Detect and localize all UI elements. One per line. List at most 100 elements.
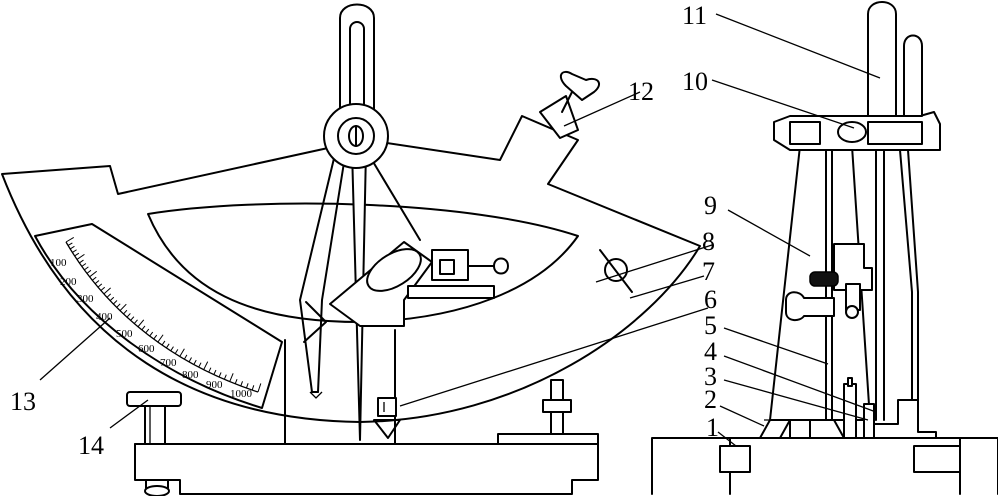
scale-tick bbox=[84, 266, 89, 271]
scale-tick bbox=[69, 245, 75, 250]
side-handle-rear bbox=[903, 34, 923, 117]
scale-label: 1000 bbox=[230, 388, 253, 400]
scale-tick bbox=[251, 385, 255, 391]
scale-tick bbox=[240, 381, 243, 387]
scale-tick bbox=[157, 334, 164, 343]
callout-7: 7 bbox=[702, 257, 715, 286]
base-clamp-strip bbox=[497, 433, 599, 445]
scale-tick bbox=[208, 367, 212, 373]
scale-tick bbox=[123, 309, 128, 315]
callout-14: 14 bbox=[78, 431, 104, 460]
scale-label: 100 bbox=[50, 257, 67, 269]
side-view bbox=[651, 1, 998, 495]
scale-tick bbox=[183, 354, 188, 360]
scale-label: 200 bbox=[60, 276, 77, 288]
scale-tick bbox=[223, 374, 227, 380]
scale-tick bbox=[203, 361, 209, 370]
callout-9: 9 bbox=[704, 191, 717, 220]
scale-tick bbox=[92, 276, 97, 281]
callout-2: 2 bbox=[704, 385, 717, 414]
scale-label: 300 bbox=[77, 293, 94, 305]
scale-tick bbox=[213, 369, 217, 375]
scale-tick bbox=[188, 357, 192, 363]
fixed-clamp bbox=[377, 397, 397, 417]
scale-tick bbox=[137, 319, 145, 328]
scale-tick bbox=[153, 334, 158, 340]
scale-tick bbox=[86, 269, 92, 274]
scale-label: 400 bbox=[96, 311, 113, 323]
scale-tick bbox=[218, 372, 222, 378]
scale-label: 800 bbox=[182, 369, 199, 381]
scale-tick bbox=[94, 280, 100, 285]
scale-label: 900 bbox=[206, 379, 223, 391]
scale-panel bbox=[34, 223, 283, 409]
scale-tick bbox=[72, 249, 77, 253]
scale-tick bbox=[257, 383, 262, 393]
scale-tick bbox=[81, 263, 87, 267]
scale-tick bbox=[100, 286, 106, 291]
rubber-pad bbox=[809, 271, 839, 287]
side-handle-main bbox=[867, 1, 897, 117]
scale-tick bbox=[165, 343, 170, 349]
scale-tick bbox=[106, 293, 112, 298]
pointer-arm bbox=[299, 149, 337, 393]
scale-tick bbox=[76, 253, 85, 260]
release-wing-nut bbox=[559, 70, 601, 101]
scale-tick bbox=[149, 331, 154, 337]
callout-numbers: 1 2 3 4 5 6 7 8 9 10 11 12 13 14 bbox=[10, 1, 719, 460]
callout-leaders bbox=[39, 13, 881, 447]
callout-10: 10 bbox=[682, 67, 708, 96]
foot-knob bbox=[144, 485, 170, 496]
scale-numbers: 100 200 300 400 500 600 700 800 900 1000 bbox=[50, 257, 253, 400]
scale-tick bbox=[103, 287, 111, 295]
scale-tick bbox=[170, 346, 174, 352]
scale-tick bbox=[113, 300, 118, 305]
callout-12: 12 bbox=[628, 77, 654, 106]
scale-tick bbox=[89, 270, 98, 278]
scale-tick bbox=[79, 259, 84, 264]
side-base bbox=[651, 437, 998, 495]
callout-6: 6 bbox=[704, 285, 717, 314]
scale-tick bbox=[65, 237, 75, 243]
callout-5: 5 bbox=[704, 311, 717, 340]
side-wing-screw bbox=[785, 291, 835, 322]
scale-tick bbox=[74, 252, 80, 257]
scale-tick bbox=[97, 283, 103, 288]
scale-tick bbox=[119, 303, 127, 311]
level-screw-knob bbox=[126, 391, 182, 407]
scale-tick bbox=[133, 319, 138, 324]
scale-label: 700 bbox=[160, 357, 177, 369]
scale-tick bbox=[116, 303, 121, 308]
scale-tick bbox=[145, 328, 150, 334]
level-screw-stem bbox=[144, 405, 166, 445]
scale-label: 600 bbox=[138, 343, 155, 355]
callout-1: 1 bbox=[706, 413, 719, 442]
scale-tick bbox=[67, 242, 73, 246]
release-screw bbox=[539, 95, 579, 139]
scale-tick bbox=[126, 313, 131, 318]
lower-clamp bbox=[873, 399, 937, 439]
callout-11: 11 bbox=[682, 1, 707, 30]
scale-tick bbox=[161, 340, 166, 346]
scale-label: 500 bbox=[116, 328, 133, 340]
wing-screw bbox=[468, 257, 509, 275]
base-plate bbox=[134, 443, 599, 495]
callout-3: 3 bbox=[704, 362, 717, 391]
scale-tick bbox=[229, 373, 234, 382]
callout-13: 13 bbox=[10, 387, 36, 416]
scale-tick bbox=[198, 362, 202, 368]
scale-tick bbox=[234, 378, 238, 384]
scale-ticks bbox=[65, 237, 262, 393]
callout-8: 8 bbox=[702, 227, 715, 256]
scale-tick bbox=[245, 383, 249, 389]
scale-tick bbox=[109, 296, 115, 302]
scale-tick bbox=[174, 349, 179, 354]
scale-tick bbox=[141, 325, 146, 331]
scale-tick bbox=[179, 348, 185, 357]
front-view: 100 200 300 400 500 600 700 800 900 1000 bbox=[1, 3, 701, 496]
scale-tick bbox=[130, 316, 135, 321]
scale-tick bbox=[193, 359, 197, 365]
base-bolt-nut bbox=[542, 399, 572, 413]
side-clamp bbox=[833, 243, 873, 291]
